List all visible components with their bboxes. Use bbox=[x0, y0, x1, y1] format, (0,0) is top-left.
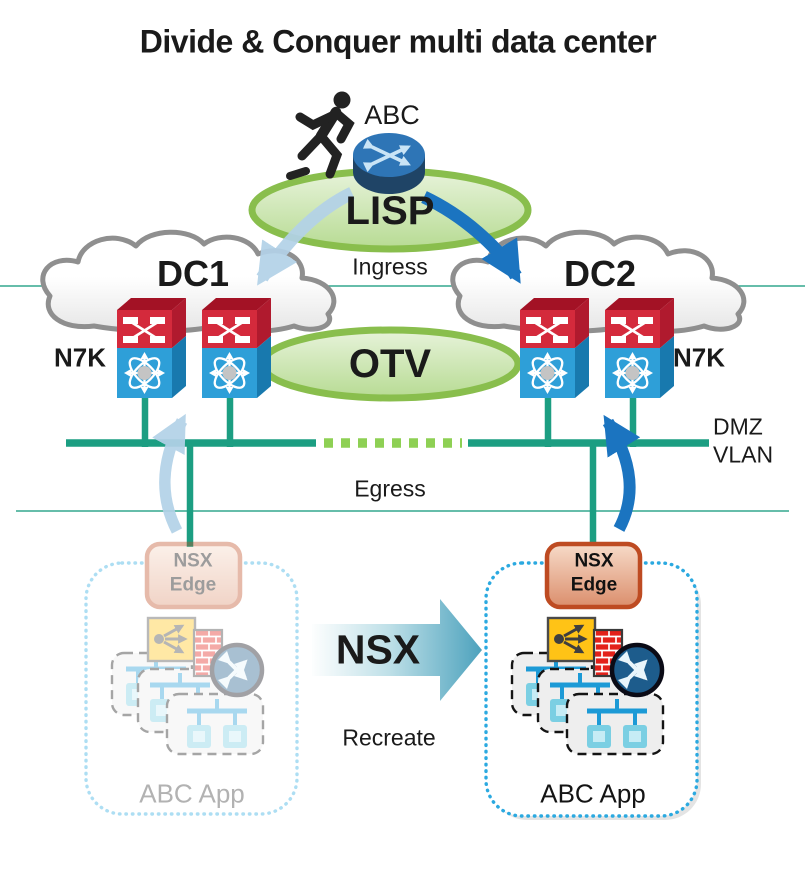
dmz-vlan-bus bbox=[66, 394, 709, 547]
n7k-switch-icon bbox=[518, 296, 591, 400]
nsx-arrow-label: NSX bbox=[335, 626, 421, 673]
n7k-label-left: N7K bbox=[53, 342, 107, 373]
abc-app-label-left: ABC App bbox=[139, 778, 245, 809]
ingress-arrow-dc1 bbox=[256, 187, 355, 286]
nsx-edge-box-right bbox=[544, 541, 643, 610]
runner-icon bbox=[286, 91, 355, 180]
site-left-faded bbox=[84, 541, 299, 816]
dmz-label-line2: VLAN bbox=[713, 441, 774, 468]
nsx-edge-label-left-line2: Edge bbox=[169, 574, 217, 596]
n7k-switch-icon bbox=[115, 296, 188, 400]
ingress-arrow-dc2 bbox=[421, 191, 522, 284]
router-icon bbox=[353, 133, 425, 194]
dmz-label-line1: DMZ bbox=[713, 413, 763, 440]
nsx-edge-box-left bbox=[144, 541, 243, 610]
egress-label: Egress bbox=[354, 475, 426, 502]
nsx-migration-arrow bbox=[312, 599, 482, 701]
nsx-edge-label-right-line2: Edge bbox=[570, 574, 618, 596]
nsx-edge-label-left-line1: NSX bbox=[173, 550, 213, 572]
dc2-label: DC2 bbox=[563, 253, 637, 295]
egress-arrow-left bbox=[152, 413, 188, 534]
page-title: Divide & Conquer multi data center bbox=[139, 23, 657, 60]
n7k-label-right: N7K bbox=[672, 342, 726, 373]
egress-arrow-right bbox=[602, 414, 641, 532]
abc-app-label-right: ABC App bbox=[540, 778, 646, 809]
lisp-label: LISP bbox=[345, 189, 435, 233]
dc1-label: DC1 bbox=[156, 253, 230, 295]
n7k-switch-icon bbox=[603, 296, 676, 400]
runner-label: ABC bbox=[364, 100, 420, 131]
n7k-switch-icon bbox=[200, 296, 273, 400]
recreate-caption: Recreate bbox=[342, 724, 436, 751]
ingress-label: Ingress bbox=[352, 253, 428, 280]
nsx-edge-label-right-line1: NSX bbox=[574, 550, 614, 572]
site-right bbox=[484, 541, 701, 820]
otv-label: OTV bbox=[348, 342, 432, 386]
